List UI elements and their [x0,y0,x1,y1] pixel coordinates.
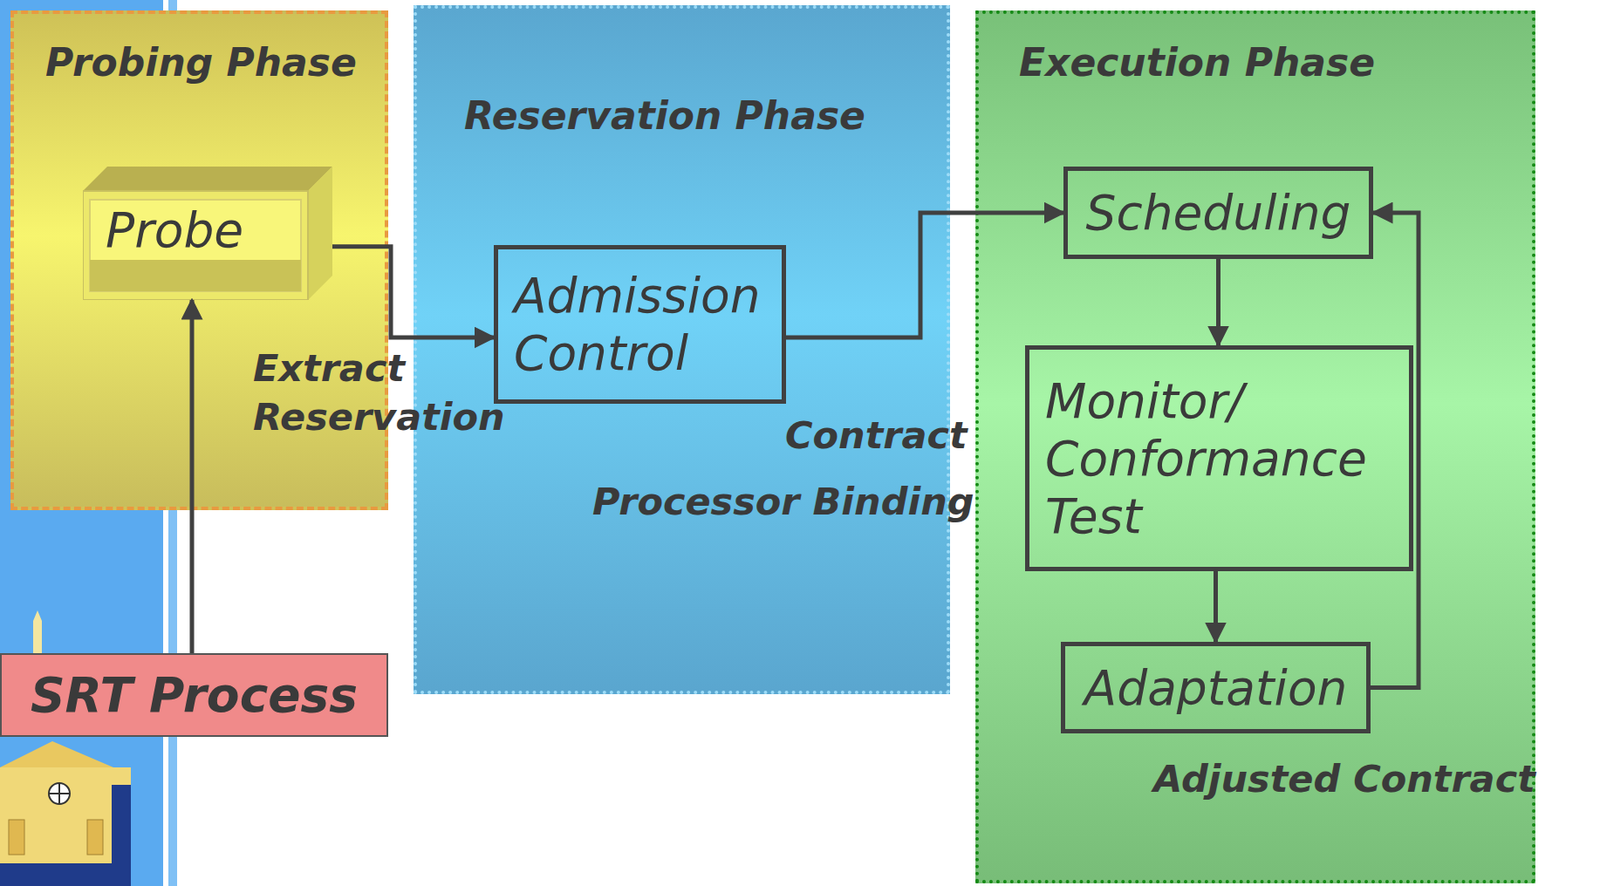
process-box: SRT Process [0,653,389,738]
edge-label: Extract Reservation [252,344,585,443]
process-box: Admission Control [493,245,787,404]
box-label: Scheduling [1086,184,1352,242]
phase-title: Probing Phase [45,40,357,85]
box-label: Monitor/ Conformance Test [1045,372,1394,546]
box-label: Probe [105,201,244,260]
building-logo [0,610,131,886]
phase-title: Reservation Phase [464,93,866,138]
edge-label: Contract [785,411,968,461]
box-label: Admission Control [513,266,766,383]
probe-box: Probe [82,166,333,301]
phase-region: Execution PhaseSchedulingMonitor/ Confor… [975,10,1536,884]
process-box: Monitor/ Conformance Test [1025,345,1414,572]
process-box: Scheduling [1063,166,1374,260]
box-label: Adaptation [1084,659,1348,718]
phase-title: Execution Phase [1018,40,1375,85]
annotation-label: Processor Binding [592,478,975,527]
process-box: Adaptation [1060,642,1371,734]
phase-region: Reservation PhaseAdmission Control [413,5,951,695]
edge-label: Adjusted Contract [1153,755,1536,805]
box-label: SRT Process [30,666,358,725]
